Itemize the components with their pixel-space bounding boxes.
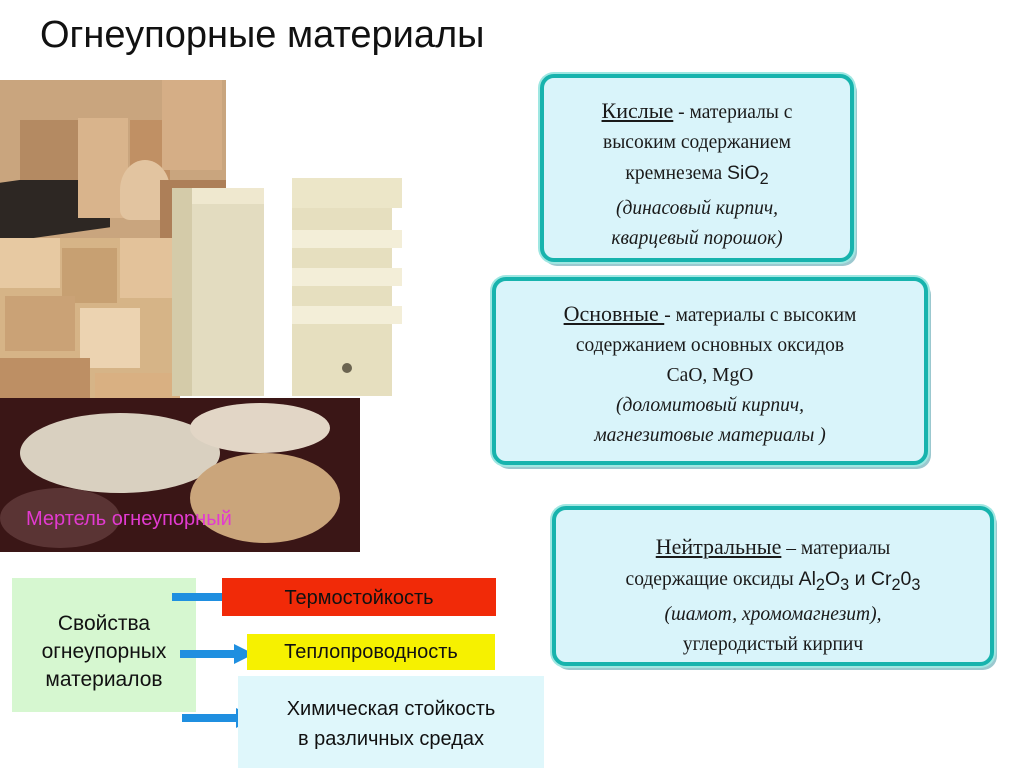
basic-examples-line2: магнезитовые материалы ) [594,425,826,446]
sio2-formula: SiO2 [727,162,769,188]
basic-materials-card: Основные - материалы с высоким содержани… [492,277,928,465]
properties-heading-line2: огнеупорных [41,640,167,663]
basic-line2: содержанием основных оксидов [575,335,845,356]
neutral-dash: – [781,538,801,559]
acid-examples-line2: кварцевый порошок) [611,227,783,249]
property-thermal-stability: Термостойкость [222,578,496,616]
properties-heading-line3: материалов [45,668,163,691]
oxide-formulas: Al2O3 и Cr203 [798,568,921,594]
arrow-right-icon [180,644,254,664]
acid-dash: - [673,102,690,123]
acid-line2: высоким содержанием [602,132,791,153]
basic-line1: материалы с высоким [675,305,857,326]
acid-line1: материалы с [689,102,793,123]
refractory-mortar-photo [0,398,360,552]
neutral-term: Нейтральные [655,534,782,559]
neutral-examples: (шамот, хромомагнезит), [664,603,882,625]
neutral-line4: углеродистый кирпич [682,633,864,655]
chemical-resistance-line1: Химическая стойкость [286,698,496,720]
property-chemical-resistance: Химическая стойкость в различных средах [238,676,544,768]
mortar-caption: Мертель огнеупорный [26,508,232,530]
neutral-line2: содержащие оксиды [625,569,799,590]
basic-line3: CaO, MgO [666,365,754,386]
acid-term: Кислые [601,98,674,123]
acid-examples-line1: (динасовый кирпич, [615,197,779,219]
property-thermal-conductivity: Теплопроводность [247,634,495,670]
neutral-materials-card: Нейтральные – материалы содержащие оксид… [552,506,994,666]
acid-materials-card: Кислые - материалы с высоким содержанием… [540,74,854,262]
neutral-line1: материалы [800,538,891,559]
properties-heading-line1: Свойства [57,612,151,635]
basic-examples-line1: (доломитовый кирпич, [616,395,804,416]
brick-wall-photo [0,238,180,398]
page-title: Огнеупорные материалы [40,14,485,56]
properties-heading-box: Свойства огнеупорных материалов [12,578,196,712]
basic-dash: - [664,305,676,326]
fireclay-brick-photo [172,188,264,396]
basic-term: Основные [563,301,665,326]
shaped-brick-photo [282,178,412,396]
acid-line3: кремнезема [625,163,728,184]
refractory-bricks-photo [0,80,226,240]
chemical-resistance-line2: в различных средах [298,728,484,750]
